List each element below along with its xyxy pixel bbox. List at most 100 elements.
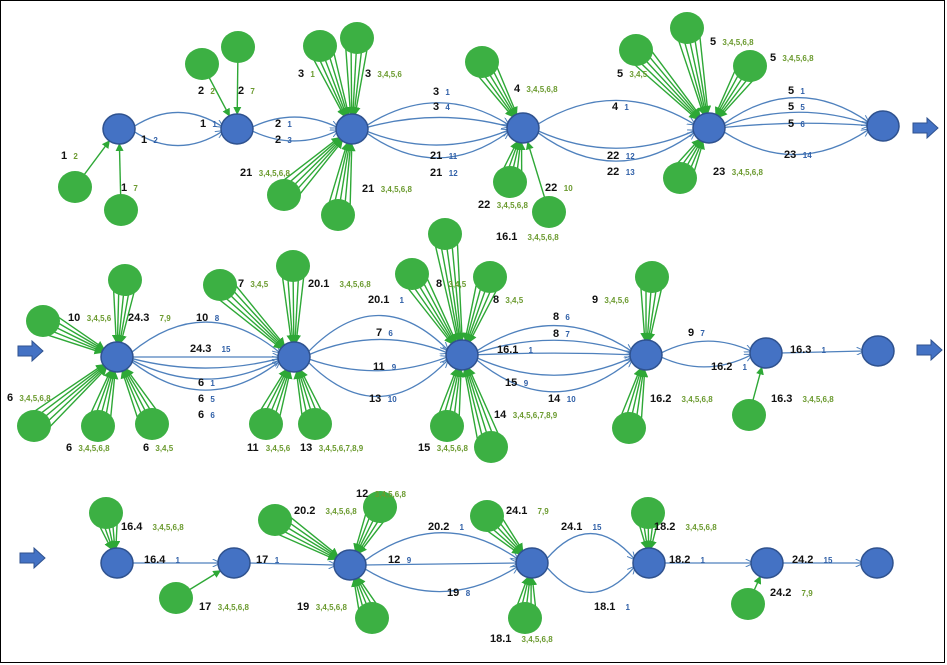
resource-circle-7 bbox=[267, 179, 301, 211]
activity-arc-27 bbox=[476, 353, 631, 355]
activity-label-l28: 5 bbox=[788, 85, 794, 97]
resource-set-label-l82: 7,9 bbox=[802, 589, 814, 598]
activity-label-l1: 1 bbox=[61, 150, 67, 162]
resource-set-label-l24: 3,4,5,6,8 bbox=[722, 38, 754, 47]
activity-arc-30 bbox=[660, 340, 751, 354]
activity-label-l32: 10 bbox=[68, 312, 80, 324]
activity-arc-31 bbox=[660, 355, 751, 368]
activity-label-l13: 3 bbox=[433, 86, 439, 98]
resource-arrow-5-5 bbox=[308, 49, 345, 117]
activity-label-l14: 3 bbox=[433, 101, 439, 113]
activity-arc-39 bbox=[545, 567, 634, 593]
activity-label-l12: 21 bbox=[362, 183, 374, 195]
duration-label-l47: 6 bbox=[388, 329, 393, 338]
activity-label-l47: 7 bbox=[376, 327, 382, 339]
resource-set-label-l51: 3,4,5 bbox=[505, 296, 523, 305]
resource-set-label-l12: 3,4,5,6,8 bbox=[381, 185, 413, 194]
activity-label-l23: 22 bbox=[607, 166, 619, 178]
resource-circle-9 bbox=[465, 46, 499, 78]
resource-arrow-22-5 bbox=[280, 266, 295, 344]
resource-arrow-21-1 bbox=[227, 275, 285, 346]
activity-label-l33: 24.3 bbox=[128, 312, 149, 324]
activity-label-l39: 6 bbox=[198, 377, 204, 389]
activity-label-l18: 22 bbox=[478, 199, 490, 211]
resource-circle-40 bbox=[631, 497, 665, 529]
activity-label-l61: 9 bbox=[688, 327, 694, 339]
resource-arrow-26-2 bbox=[450, 233, 465, 341]
activity-arc-3 bbox=[251, 116, 337, 127]
activity-label-l31: 23 bbox=[784, 149, 796, 161]
activity-label-l35: 6 bbox=[66, 442, 72, 454]
resource-circle-38 bbox=[470, 500, 504, 532]
activity-label-l22: 22 bbox=[607, 150, 619, 162]
resource-arrow-29-5 bbox=[468, 367, 504, 444]
duration-label-l14: 4 bbox=[445, 103, 450, 112]
resource-circle-33 bbox=[89, 497, 123, 529]
event-node-r3a bbox=[100, 547, 134, 579]
resource-circle-19 bbox=[81, 410, 115, 442]
resource-circle-6 bbox=[340, 22, 374, 54]
activity-label-l11: 21 bbox=[240, 167, 252, 179]
resource-set-label-l45: 3,4,5,6,7,8,9 bbox=[319, 444, 364, 453]
resource-set-label-l76: 3,4,5,6,8 bbox=[522, 635, 554, 644]
flow-continue-arrow-1 bbox=[912, 116, 939, 140]
resource-set-label-l71: 3,4,5,6,8 bbox=[316, 603, 348, 612]
activity-label-l36: 6 bbox=[143, 442, 149, 454]
resource-circle-10 bbox=[493, 166, 527, 198]
duration-label-l38: 15 bbox=[222, 345, 231, 354]
activity-label-l3: 1 bbox=[121, 182, 127, 194]
event-node-r2c bbox=[445, 339, 479, 371]
flow-continue-arrow-3 bbox=[916, 338, 943, 362]
event-node-r2b bbox=[277, 341, 311, 373]
duration-label-l73: 9 bbox=[407, 556, 412, 565]
activity-label-l40: 6 bbox=[198, 393, 204, 405]
resource-circle-14 bbox=[733, 50, 767, 82]
activity-arc-4 bbox=[251, 131, 337, 142]
event-node-r2f bbox=[861, 335, 895, 367]
duration-label-l6: 1 bbox=[212, 120, 217, 129]
activity-label-l79: 18.2 bbox=[654, 521, 675, 533]
activity-arc-21 bbox=[307, 314, 447, 353]
resource-set-label-l26: 3,4,5,6,8 bbox=[782, 54, 814, 63]
activity-label-l68: 17 bbox=[199, 601, 211, 613]
resource-set-label-l34: 3,4,5,6,8 bbox=[19, 394, 51, 403]
resource-circle-23 bbox=[249, 408, 283, 440]
resource-circle-24 bbox=[298, 408, 332, 440]
activity-arc-15 bbox=[723, 130, 868, 156]
duration-label-l16: 12 bbox=[449, 169, 458, 178]
resource-circle-37 bbox=[355, 602, 389, 634]
resource-circle-34 bbox=[159, 582, 193, 614]
duration-label-l80: 1 bbox=[701, 556, 706, 565]
duration-label-l40: 5 bbox=[210, 395, 215, 404]
resource-circle-31 bbox=[612, 412, 646, 444]
resource-arrow-21-5 bbox=[211, 293, 282, 349]
resource-set-label-l5: 7 bbox=[250, 87, 255, 96]
resource-circle-20 bbox=[135, 408, 169, 440]
resource-set-label-l18: 3,4,5,6,8 bbox=[497, 201, 529, 210]
resource-set-label-l69: 3,4,5,6,8 bbox=[326, 507, 358, 516]
activity-arc-5 bbox=[366, 102, 508, 127]
duration-label-l78: 1 bbox=[626, 603, 631, 612]
activity-label-l69: 20.2 bbox=[294, 505, 315, 517]
event-node-r3d bbox=[515, 547, 549, 579]
activity-arc-29 bbox=[475, 360, 631, 393]
activity-label-l62: 16.2 bbox=[711, 361, 732, 373]
resource-set-label-l42: 3,4,5 bbox=[250, 280, 268, 289]
duration-label-l61: 7 bbox=[700, 329, 705, 338]
activity-label-l43: 20.1 bbox=[308, 278, 329, 290]
resource-set-label-l27: 3,4,5,6,8 bbox=[732, 168, 764, 177]
activity-arc-6 bbox=[366, 116, 508, 127]
resource-circle-35 bbox=[258, 504, 292, 536]
activity-arc-13 bbox=[723, 111, 868, 127]
resource-circle-2 bbox=[104, 194, 138, 226]
activity-label-l82: 24.2 bbox=[770, 587, 791, 599]
duration-label-l81: 15 bbox=[824, 556, 833, 565]
resource-set-label-l52: 3,4,5,6,8 bbox=[437, 444, 469, 453]
activity-arc-35 bbox=[364, 532, 517, 562]
resource-arrow-26-1 bbox=[456, 232, 466, 341]
activity-arc-34 bbox=[248, 563, 335, 565]
activity-label-l77: 24.1 bbox=[561, 521, 582, 533]
activity-label-l37: 10 bbox=[196, 312, 208, 324]
resource-set-label-l53: 3,4,5,6,7,8,9 bbox=[513, 411, 558, 420]
